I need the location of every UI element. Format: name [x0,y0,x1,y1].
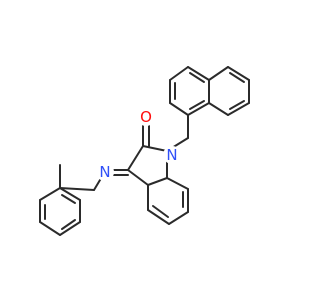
bond [142,145,168,152]
bond [59,187,81,201]
oxygen-atom-label: O [140,108,152,126]
nitrogen-imine-atom-label: N [99,163,110,181]
bond [229,100,245,110]
bond [127,145,144,171]
nitrogen-ring-atom-label: N [166,146,177,164]
bond [59,221,81,236]
bond [189,72,205,83]
bond [152,205,169,218]
bond [169,102,189,116]
bond [187,102,210,116]
bond [61,194,76,204]
nitrogen-imine-label-bg [96,163,114,181]
bond [208,66,229,81]
bond [166,177,189,190]
bonds-layer [39,66,250,236]
bond [147,177,168,186]
bond [61,219,76,230]
bond [147,209,170,225]
bond [189,100,205,110]
atom-labels-layer: O N N [96,108,181,181]
bond [227,102,250,116]
bond [127,169,149,186]
bond [39,187,61,201]
bond [39,221,61,236]
nitrogen-ring-label-bg [163,146,181,164]
bond [187,66,210,81]
bond [229,72,245,83]
oxygen-label-bg [137,108,155,126]
bond [169,66,189,81]
molecule-structure: O N N [39,66,250,236]
bond [59,187,95,191]
bond [168,211,189,225]
bond [208,102,229,116]
bond [227,66,250,81]
